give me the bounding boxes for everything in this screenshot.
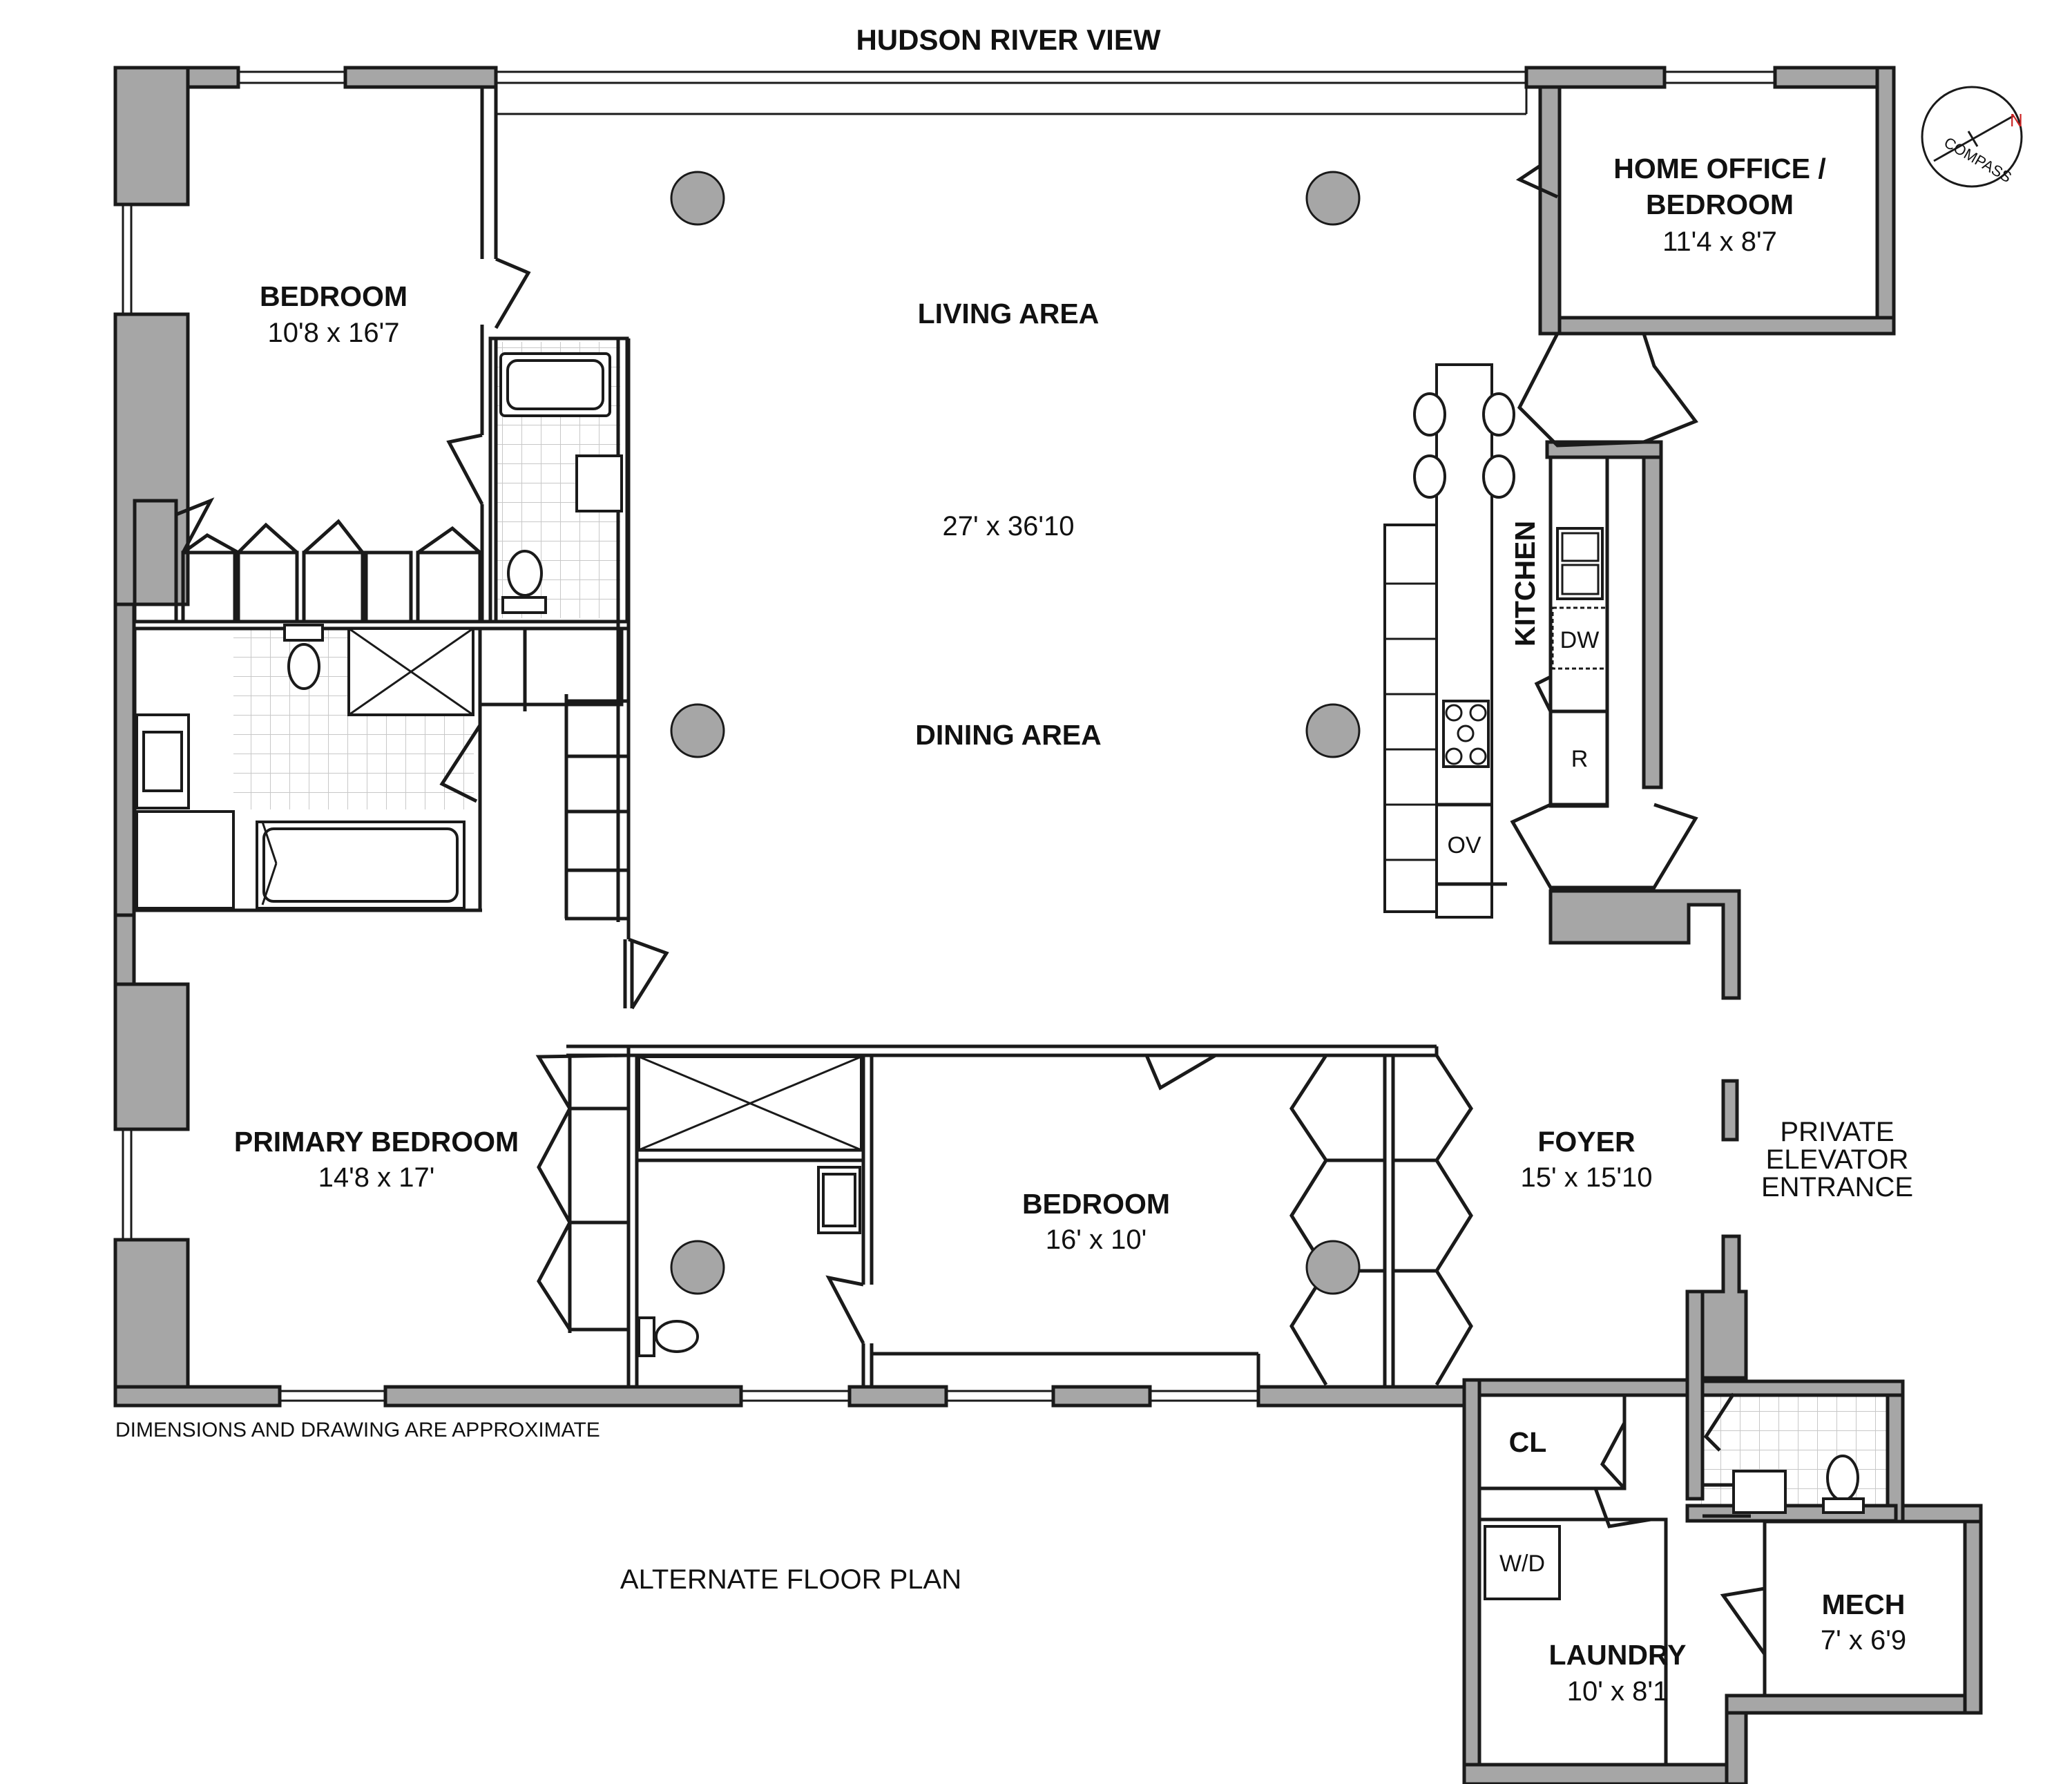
interior-walls <box>133 87 1967 1767</box>
sink <box>575 454 623 512</box>
bedroom-nw-dims: 10'8 x 16'7 <box>268 318 400 348</box>
closet-doors <box>175 497 1473 1386</box>
powder-room-floor <box>1696 1392 1888 1516</box>
dining-area-name: DINING AREA <box>915 719 1102 751</box>
washer-dryer <box>1484 1525 1561 1600</box>
refrigerator-label: R <box>1571 746 1589 772</box>
washer-dryer-label: W/D <box>1499 1551 1545 1577</box>
foyer-dims: 15' x 15'10 <box>1521 1162 1653 1193</box>
laundry-name: LAUNDRY <box>1549 1639 1687 1671</box>
plan-title: HUDSON RIVER VIEW <box>856 23 1160 56</box>
toilet <box>507 550 543 597</box>
home-office-name-2: BEDROOM <box>1646 189 1794 220</box>
bedroom-nw-name: BEDROOM <box>260 280 407 312</box>
mech-name: MECH <box>1822 1589 1906 1620</box>
kitchen <box>1383 363 1609 919</box>
bath-fixtures <box>135 352 1865 1600</box>
alternate-plan-label: ALTERNATE FLOOR PLAN <box>620 1564 961 1595</box>
primary-bedroom-name: PRIMARY BEDROOM <box>234 1126 519 1158</box>
living-area-name: LIVING AREA <box>918 298 1100 329</box>
compass-icon: N COMPASS <box>1921 86 2023 188</box>
columns <box>670 171 1361 1295</box>
primary-bedroom-dims: 14'8 x 17' <box>318 1162 435 1193</box>
living-area-dims: 27' x 36'10 <box>943 511 1075 541</box>
cooktop <box>1442 700 1490 768</box>
closet-name: CL <box>1509 1426 1547 1458</box>
mech-dims: 7' x 6'9 <box>1821 1625 1906 1656</box>
entrance-label-3: ENTRANCE <box>1761 1172 1913 1202</box>
entrance-label-1: PRIVATE <box>1780 1117 1894 1147</box>
pantry-cabinets <box>1383 524 1438 913</box>
bedroom-s-dims: 16' x 10' <box>1046 1225 1147 1255</box>
walls <box>113 66 1983 1784</box>
foyer-name: FOYER <box>1537 1126 1635 1158</box>
entrance-label-2: ELEVATOR <box>1766 1144 1909 1175</box>
home-office-dims: 11'4 x 8'7 <box>1662 227 1777 257</box>
swing-doors <box>439 164 1767 1656</box>
kitchen-island <box>1435 363 1493 919</box>
laundry-dims: 10' x 8'1 <box>1567 1676 1668 1707</box>
compass-north: N <box>2010 110 2023 131</box>
labels: HUDSON RIVER VIEW LIVING AREA 27' x 36'1… <box>115 23 1913 1707</box>
disclaimer: DIMENSIONS AND DRAWING ARE APPROXIMATE <box>115 1419 600 1441</box>
bedroom-s-name: BEDROOM <box>1022 1188 1170 1220</box>
home-office-name-1: HOME OFFICE / <box>1613 153 1826 184</box>
oven-label: OV <box>1447 832 1481 859</box>
kitchen-name: KITCHEN <box>1509 521 1541 646</box>
dishwasher-label: DW <box>1560 627 1600 653</box>
